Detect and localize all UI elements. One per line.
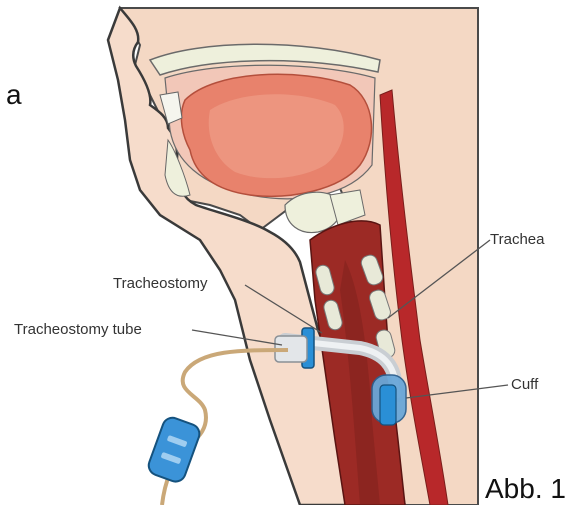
label-tracheostomy: Tracheostomy xyxy=(113,275,208,292)
fragment-letter: a xyxy=(6,79,22,110)
tube-tip xyxy=(380,385,396,425)
label-cuff: Cuff xyxy=(511,376,539,393)
pilot-balloon xyxy=(146,415,202,484)
tongue-highlight xyxy=(209,94,344,178)
label-tracheostomy-tube: Tracheostomy tube xyxy=(14,321,142,338)
label-trachea: Trachea xyxy=(490,231,545,248)
figure-caption: Abb. 1 xyxy=(485,473,566,504)
